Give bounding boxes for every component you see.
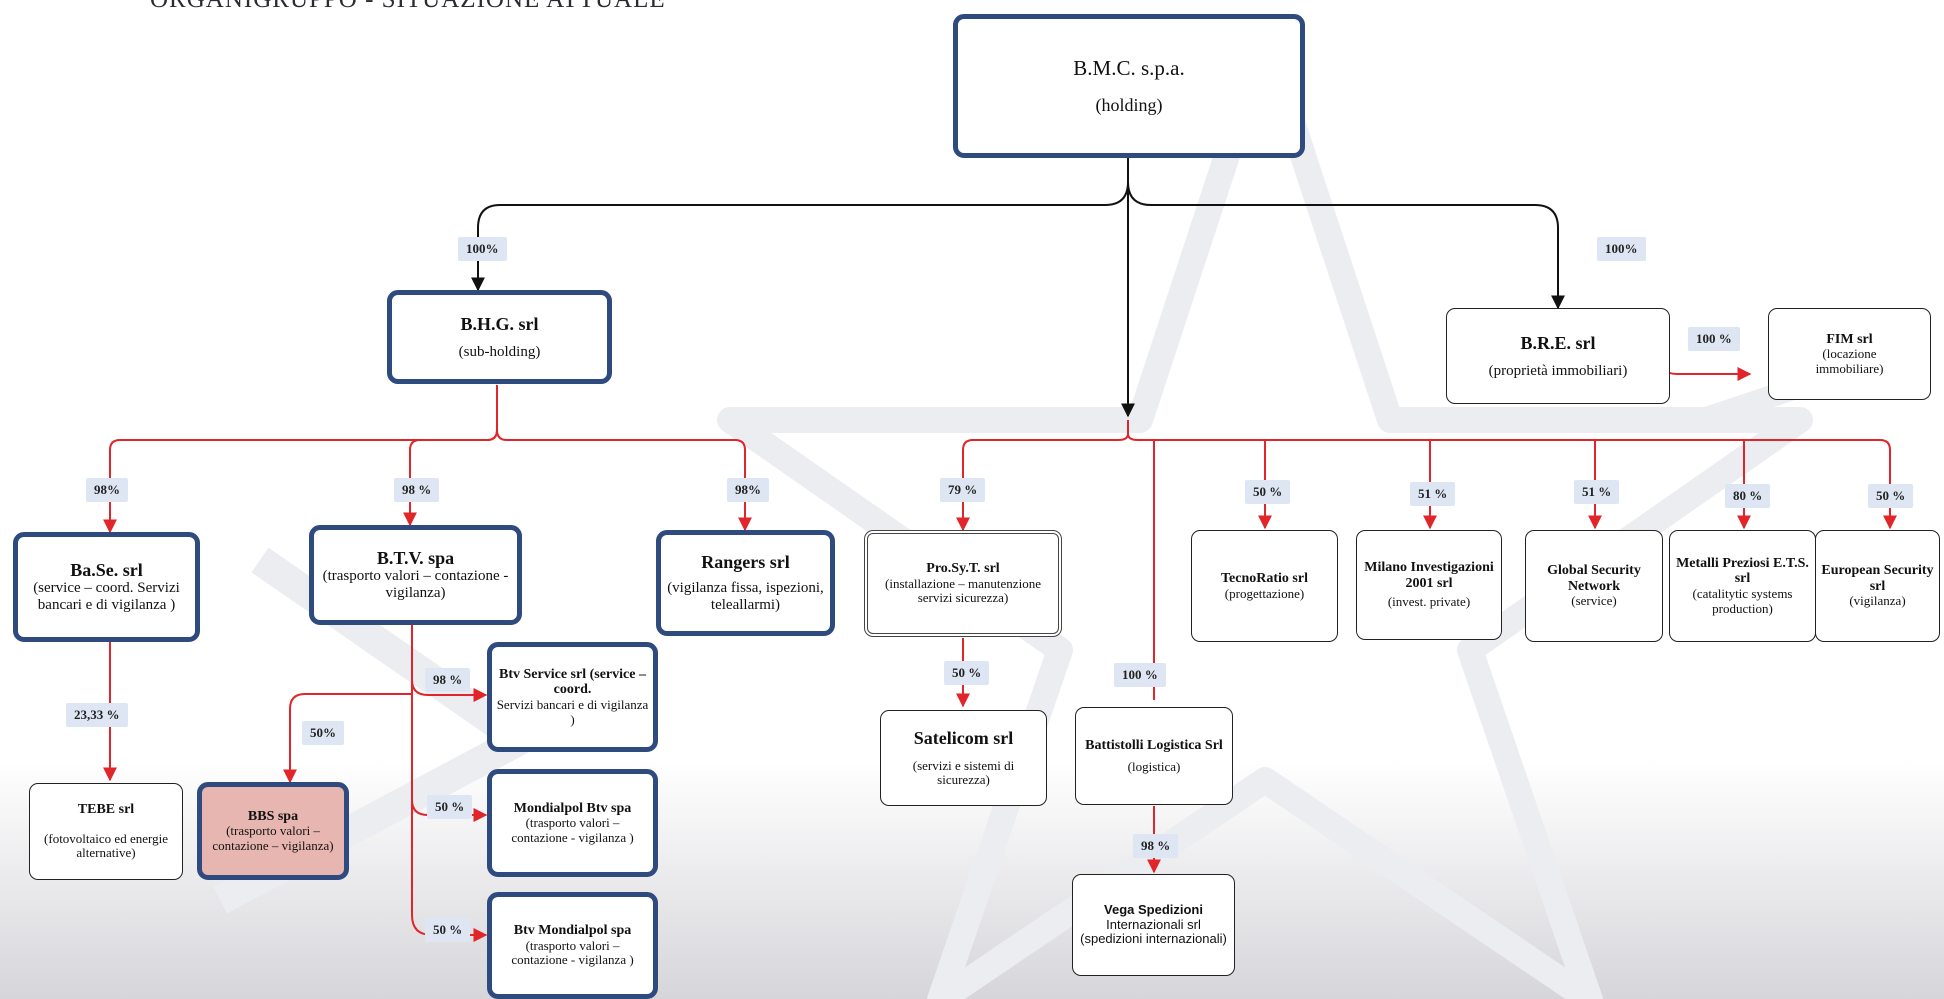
node-name: B.M.C. s.p.a. xyxy=(1073,56,1185,81)
node-global-security: Global Security Network (service) xyxy=(1525,530,1663,642)
pct-prosyt: 79 % xyxy=(940,478,986,502)
node-desc: (progettazione) xyxy=(1224,585,1305,601)
node-bbs: BBS spa (trasporto valori – contazione –… xyxy=(197,782,349,880)
pct-battistolli: 100 % xyxy=(1114,663,1166,687)
node-milano: Milano Investigazioni 2001 srl (invest. … xyxy=(1356,530,1502,640)
node-name: TEBE srl xyxy=(77,802,135,818)
pct-tecnoratio: 50 % xyxy=(1245,480,1291,504)
node-desc: (servizi e sistemi di sicurezza) xyxy=(912,757,1015,788)
node-name: Rangers srl xyxy=(701,552,790,573)
node-desc: Servizi bancari e di vigilanza ) xyxy=(496,697,649,727)
node-mondialpol-btv: Mondialpol Btv spa (trasporto valori – c… xyxy=(487,769,658,877)
node-name: Pro.Sy.T. srl xyxy=(926,561,1000,577)
node-prosyt: Pro.Sy.T. srl (installazione – manutenzi… xyxy=(864,530,1062,637)
node-desc: (sub-holding) xyxy=(458,343,541,360)
node-desc: (trasporto valori – contazione – vigilan… xyxy=(212,823,334,853)
node-btv-mondialpol: Btv Mondialpol spa (trasporto valori – c… xyxy=(487,892,658,999)
pct-vega: 98 % xyxy=(1133,834,1179,858)
node-metalli-preziosi: Metalli Preziosi E.T.S. srl (catalitytic… xyxy=(1669,530,1816,642)
node-name: FIM srl xyxy=(1826,331,1873,347)
pct-btv-mondialpol: 50 % xyxy=(425,918,471,942)
node-base: Ba.Se. srl (service – coord. Servizi ban… xyxy=(13,532,200,642)
node-name: B.H.G. srl xyxy=(460,313,539,334)
pct-satelicom: 50 % xyxy=(944,661,990,685)
node-name: Vega Spedizioni xyxy=(1104,902,1203,918)
node-desc: (service – coord. Servizi bancari e di v… xyxy=(33,580,180,614)
pct-fim: 100 % xyxy=(1688,327,1740,351)
pct-milano: 51 % xyxy=(1410,482,1456,506)
page-title: ORGANIGRUPPO - SITUAZIONE ATTUALE xyxy=(150,0,666,14)
pct-tebe: 23,33 % xyxy=(66,703,128,727)
pct-btv-service: 98 % xyxy=(425,668,471,692)
node-desc: (vigilanza) xyxy=(1849,593,1906,609)
pct-base: 98% xyxy=(86,478,128,502)
node-name: Btv Service srl (service – coord. xyxy=(499,666,646,698)
node-desc: (holding) xyxy=(1095,94,1163,115)
node-desc: (catalitytic systems production) xyxy=(1692,586,1793,616)
node-satelicom: Satelicom srl (servizi e sistemi di sicu… xyxy=(880,710,1047,806)
pct-btv: 98 % xyxy=(394,478,440,502)
node-desc: Internazionali srl (spedizioni internazi… xyxy=(1080,916,1227,947)
node-bhg: B.H.G. srl (sub-holding) xyxy=(387,290,612,384)
node-name: B.R.E. srl xyxy=(1520,332,1596,353)
pct-bbs: 50% xyxy=(302,721,344,745)
pct-rangers: 98% xyxy=(727,478,769,502)
pct-metalli: 80 % xyxy=(1725,484,1771,508)
pct-mondialpol-btv: 50 % xyxy=(427,795,473,819)
pct-bre: 100% xyxy=(1597,237,1646,261)
node-name: European Security srl xyxy=(1821,563,1934,594)
node-name: Global Security Network xyxy=(1547,563,1641,594)
node-tecnoratio: TecnoRatio srl (progettazione) xyxy=(1191,530,1338,642)
node-desc: (trasporto valori – contazione - vigilan… xyxy=(511,937,634,968)
pct-european: 50 % xyxy=(1868,484,1914,508)
node-name: Milano Investigazioni 2001 srl xyxy=(1364,560,1494,591)
node-btv: B.T.V. spa (trasporto valori – contazion… xyxy=(309,525,522,625)
node-name: Mondialpol Btv spa xyxy=(513,800,632,816)
node-desc: (proprietà immobiliari) xyxy=(1488,362,1628,379)
node-european-security: European Security srl (vigilanza) xyxy=(1815,530,1940,642)
node-bmc-holding: B.M.C. s.p.a. (holding) xyxy=(953,14,1305,158)
node-desc: (vigilanza fissa, ispezioni, teleallarmi… xyxy=(667,580,824,614)
node-name: BBS spa xyxy=(247,808,299,824)
node-tebe: TEBE srl (fotovoltaico ed energie altern… xyxy=(29,783,183,880)
node-desc: (trasporto valori – contazione - vigilan… xyxy=(322,568,509,602)
node-desc: (trasporto valori – contazione - vigilan… xyxy=(511,815,634,845)
node-btv-service: Btv Service srl (service – coord. Serviz… xyxy=(487,642,658,752)
node-fim: FIM srl (locazione immobiliare) xyxy=(1768,308,1931,400)
node-name: Btv Mondialpol spa xyxy=(513,923,632,939)
pct-global: 51 % xyxy=(1574,480,1620,504)
node-desc: (invest. private) xyxy=(1387,594,1471,610)
node-desc: (installazione – manutenzione servizi si… xyxy=(885,575,1041,606)
node-name: Metalli Preziosi E.T.S. srl xyxy=(1676,555,1809,587)
node-bre: B.R.E. srl (proprietà immobiliari) xyxy=(1446,308,1670,404)
node-desc: (locazione immobiliare) xyxy=(1815,346,1884,376)
pct-bhg: 100% xyxy=(458,237,507,261)
node-rangers: Rangers srl (vigilanza fissa, ispezioni,… xyxy=(656,530,835,636)
node-vega: Vega Spedizioni Internazionali srl (sped… xyxy=(1072,874,1235,976)
node-name: Battistolli Logistica Srl xyxy=(1085,737,1223,753)
node-name: TecnoRatio srl xyxy=(1221,570,1308,586)
node-desc: (logistica) xyxy=(1127,758,1181,774)
node-desc: (fotovoltaico ed energie alternative) xyxy=(44,830,168,861)
node-name: B.T.V. spa xyxy=(376,548,455,569)
node-name: Satelicom srl xyxy=(913,728,1014,749)
node-name: Ba.Se. srl xyxy=(70,560,143,581)
node-battistolli: Battistolli Logistica Srl (logistica) xyxy=(1075,707,1233,805)
node-desc: (service) xyxy=(1571,593,1617,609)
